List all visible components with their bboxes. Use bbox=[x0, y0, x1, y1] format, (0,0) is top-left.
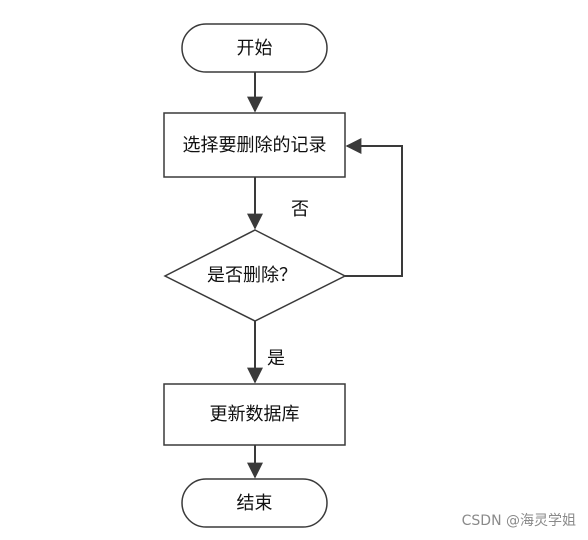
edge-decision-no-loop bbox=[345, 138, 403, 277]
edge-label-no: 否 bbox=[291, 199, 309, 220]
select-record-node bbox=[163, 112, 346, 178]
end-node-label: 结束 bbox=[237, 493, 273, 514]
start-node-label: 开始 bbox=[237, 38, 273, 59]
decision-label: 是否删除？ bbox=[207, 265, 297, 286]
select-record-label: 选择要删除的记录 bbox=[183, 135, 327, 156]
update-database-label: 更新数据库 bbox=[210, 404, 300, 425]
end-node bbox=[181, 478, 328, 528]
watermark-text: CSDN @海灵学姐 bbox=[461, 513, 576, 529]
edge-label-yes: 是 bbox=[267, 348, 285, 369]
